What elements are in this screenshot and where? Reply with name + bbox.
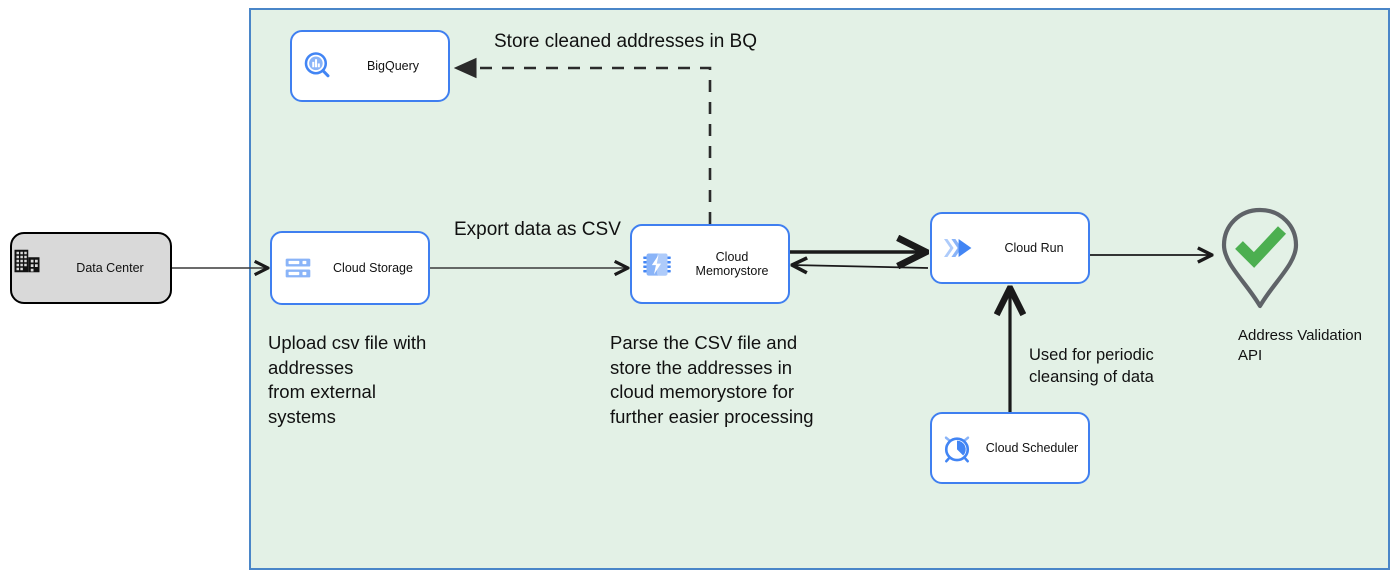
cloud-storage-icon	[272, 244, 324, 292]
address-validation-api-label: Address Validation API	[1238, 327, 1362, 364]
node-cloud-storage-label: Cloud Storage	[333, 260, 413, 275]
node-cloud-scheduler[interactable]: Cloud Scheduler	[930, 412, 1090, 484]
cloud-run-icon	[932, 224, 986, 272]
note-parse-csv: Parse the CSV file and store the address…	[610, 332, 814, 427]
node-cloud-run[interactable]: Cloud Run	[930, 212, 1090, 284]
edge-label-store-cleaned: Store cleaned addresses in BQ	[494, 31, 757, 52]
office-building-icon	[12, 246, 58, 290]
node-bigquery-label: BigQuery	[366, 58, 420, 73]
node-bigquery[interactable]: BigQuery	[290, 30, 450, 102]
edge-label-export-csv: Export data as CSV	[454, 219, 621, 240]
bigquery-icon	[292, 42, 344, 90]
node-data-center-label: Data Center	[76, 261, 144, 275]
node-address-validation-api[interactable]	[1216, 206, 1304, 310]
node-cloud-memorystore-label: Cloud Memorystore	[695, 249, 769, 278]
node-cloud-scheduler-label: Cloud Scheduler	[985, 440, 1079, 455]
cloud-scheduler-icon	[932, 424, 982, 472]
cloud-memorystore-icon	[632, 239, 682, 289]
node-cloud-run-label: Cloud Run	[1004, 240, 1064, 255]
note-upload-csv: Upload csv file with addresses from exte…	[268, 332, 427, 427]
node-data-center[interactable]: Data Center	[10, 232, 172, 304]
node-cloud-storage[interactable]: Cloud Storage	[270, 231, 430, 305]
map-pin-check-icon	[1221, 207, 1299, 309]
edge-label-scheduler-trigger: Used for periodic cleansing of data	[1029, 346, 1154, 386]
node-cloud-memorystore[interactable]: Cloud Memorystore	[630, 224, 790, 304]
